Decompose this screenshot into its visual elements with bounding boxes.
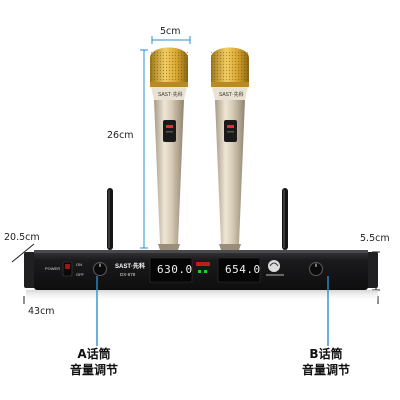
callout-a: A话筒 音量调节: [70, 346, 118, 378]
power-off-label: OFF: [76, 272, 84, 277]
receiver-unit: [24, 250, 378, 302]
dimension-lines: [140, 36, 191, 249]
mic-a-brand: SAST·先科: [158, 92, 183, 98]
mic-height-label: 26cm: [107, 130, 134, 141]
antenna-right: [282, 188, 288, 250]
microphone-b: [211, 47, 249, 250]
channel-b-display: 654.0: [225, 263, 261, 276]
callout-a-line2: 音量调节: [70, 363, 119, 377]
receiver-model: DX-678: [120, 272, 136, 277]
receiver-height-label: 5.5cm: [360, 233, 390, 244]
channel-a-display: 630.0: [157, 263, 193, 276]
callout-lines: [96, 276, 329, 346]
callout-a-line1: A话筒: [77, 347, 111, 361]
microphone-a: [150, 47, 188, 250]
callout-b-line1: B话筒: [309, 347, 343, 361]
power-label: POWER: [45, 266, 61, 271]
callout-b-line2: 音量调节: [302, 363, 351, 377]
callout-b: B话筒 音量调节: [302, 346, 350, 378]
mic-b-brand: SAST·先科: [219, 92, 244, 98]
mic-width-label: 5cm: [160, 26, 181, 37]
power-on-label: ON: [76, 262, 82, 267]
antenna-left: [107, 188, 113, 250]
receiver-brand: SAST·先科: [115, 264, 146, 270]
depth-label: 20.5cm: [4, 232, 40, 243]
receiver-width-label: 43cm: [28, 306, 55, 317]
